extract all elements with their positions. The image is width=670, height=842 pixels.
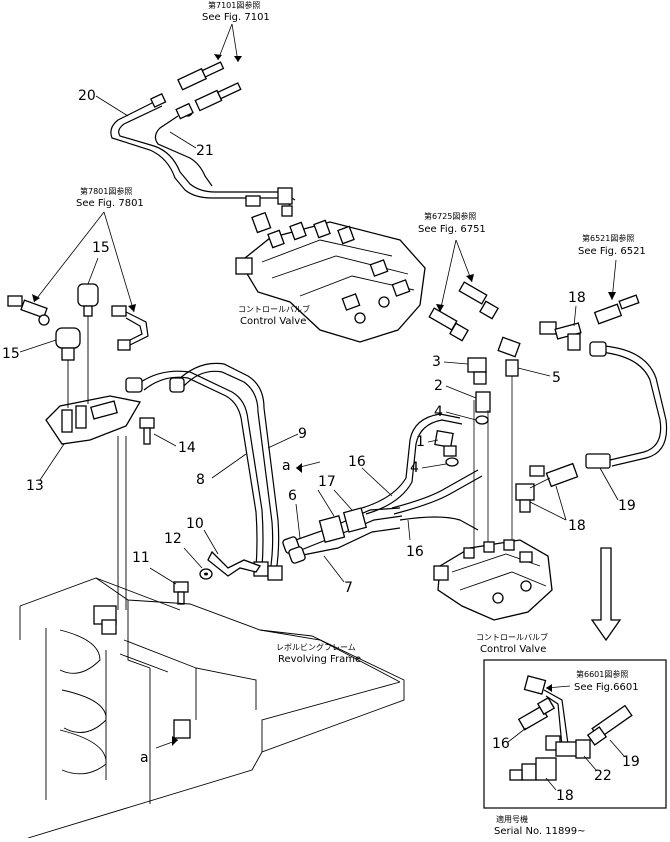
tee-18-upper bbox=[539, 321, 582, 351]
callout-18-inset: 18 bbox=[556, 788, 574, 804]
callout-15-upper: 15 bbox=[92, 240, 110, 256]
hose-ends-top bbox=[177, 61, 242, 112]
elbow-1 bbox=[434, 429, 457, 457]
fig7101-ref-label: See Fig. 7101 bbox=[202, 12, 270, 23]
bolt-11 bbox=[173, 581, 189, 605]
block-13 bbox=[45, 316, 142, 445]
control-valve-top bbox=[235, 219, 426, 343]
inset-parts bbox=[509, 675, 633, 781]
fig6521-ref-jp: 第6521図参照 bbox=[582, 233, 634, 243]
hoses-6-7 bbox=[282, 507, 403, 564]
fig7801-reference: 第7801図参照 See Fig. 7801 bbox=[32, 186, 144, 313]
control-valve-right-jp: コントロールバルブ bbox=[476, 632, 548, 642]
washer-12 bbox=[199, 568, 213, 580]
fig7801-ref-jp: 第7801図参照 bbox=[80, 186, 132, 196]
callout-3: 3 bbox=[432, 354, 441, 370]
fig6751-ref-jp: 第6725図参照 bbox=[424, 211, 476, 221]
fig6601-ref-jp: 第6601図参照 bbox=[576, 669, 628, 679]
arrow-to-inset bbox=[590, 547, 622, 642]
fig6601-ref-label: See Fig.6601 bbox=[574, 682, 639, 693]
callout-4-lower: 4 bbox=[410, 460, 419, 476]
callout-2: 2 bbox=[434, 378, 443, 394]
callout-5: 5 bbox=[552, 370, 561, 386]
clamp-10 bbox=[207, 550, 261, 577]
callout-18-upper: 18 bbox=[568, 290, 586, 306]
elbow-5 bbox=[497, 336, 521, 377]
connector-2 bbox=[475, 391, 491, 413]
pressure-switch-15-lower bbox=[55, 327, 81, 361]
callout-16-lower: 16 bbox=[406, 544, 424, 560]
callout-15-lower: 15 bbox=[2, 346, 20, 362]
hose-16-coil bbox=[361, 413, 483, 531]
marker-a-bottom: a bbox=[140, 750, 149, 766]
control-valve-right-label: Control Valve bbox=[480, 644, 546, 655]
oring-4-upper bbox=[475, 415, 489, 425]
fig7101-ref-jp: 第7101図参照 bbox=[208, 0, 260, 10]
callout-8: 8 bbox=[196, 472, 205, 488]
control-valve-right bbox=[433, 539, 553, 621]
fig6521-reference: 第6521図参照 See Fig. 6521 bbox=[578, 233, 646, 301]
control-valve-top-jp: コントロールバルブ bbox=[238, 304, 310, 314]
hose-8 bbox=[125, 370, 264, 569]
bracket-17 bbox=[318, 507, 368, 544]
elbow-3 bbox=[467, 357, 487, 385]
callout-19-upper: 19 bbox=[618, 498, 636, 514]
serial-label: Serial No. 11899~ bbox=[494, 826, 585, 837]
callout-22: 22 bbox=[594, 768, 612, 784]
fig6521-ref-label: See Fig. 6521 bbox=[578, 246, 646, 257]
pipe-21 bbox=[154, 102, 213, 187]
hose-9 bbox=[169, 362, 280, 573]
callout-16-inset: 16 bbox=[492, 736, 510, 752]
oring-4-lower bbox=[445, 457, 459, 467]
bolt-14 bbox=[139, 417, 155, 445]
fig6751-ref-label: See Fig. 6751 bbox=[418, 224, 486, 235]
callout-18-middle: 18 bbox=[568, 518, 586, 534]
callout-14: 14 bbox=[178, 440, 196, 456]
pressure-switch-15-upper bbox=[77, 283, 99, 317]
fitting-left-top bbox=[7, 295, 50, 326]
callout-11: 11 bbox=[132, 550, 150, 566]
callout-21: 21 bbox=[196, 143, 214, 159]
callout-19-inset: 19 bbox=[622, 754, 640, 770]
hose-ends-6751 bbox=[428, 281, 499, 342]
callout-16-upper: 16 bbox=[348, 454, 366, 470]
revolving-frame-label: Revolving Frame bbox=[278, 654, 361, 665]
callout-4-upper: 4 bbox=[434, 404, 443, 420]
control-valve-top-label: Control Valve bbox=[240, 316, 306, 327]
callout-12: 12 bbox=[164, 531, 182, 547]
hose-end-6521 bbox=[593, 294, 640, 325]
callout-20: 20 bbox=[78, 88, 96, 104]
callout-10: 10 bbox=[186, 516, 204, 532]
revolving-frame bbox=[19, 436, 405, 839]
callout-6: 6 bbox=[288, 488, 297, 504]
callout-9: 9 bbox=[298, 426, 307, 442]
marker-a-top: a bbox=[282, 458, 291, 474]
callout-1: 1 bbox=[416, 434, 425, 450]
pipe-fittings-top bbox=[245, 187, 293, 234]
tee-18-middle bbox=[515, 462, 579, 513]
fig7801-ref-label: See Fig. 7801 bbox=[76, 198, 144, 209]
inset-panel bbox=[483, 659, 667, 809]
hose-19 bbox=[585, 341, 668, 469]
callout-13: 13 bbox=[26, 478, 44, 494]
fitting-right-top bbox=[111, 305, 149, 351]
callout-7: 7 bbox=[344, 580, 353, 596]
fig7101-reference: 第7101図参照 See Fig. 7101 bbox=[202, 0, 270, 63]
callout-17: 17 bbox=[318, 474, 336, 490]
serial-jp: 適用号機 bbox=[496, 814, 528, 824]
revolving-frame-jp: レボルビングフレーム bbox=[276, 642, 356, 652]
fig6751-reference: 第6725図参照 See Fig. 6751 bbox=[418, 211, 486, 313]
